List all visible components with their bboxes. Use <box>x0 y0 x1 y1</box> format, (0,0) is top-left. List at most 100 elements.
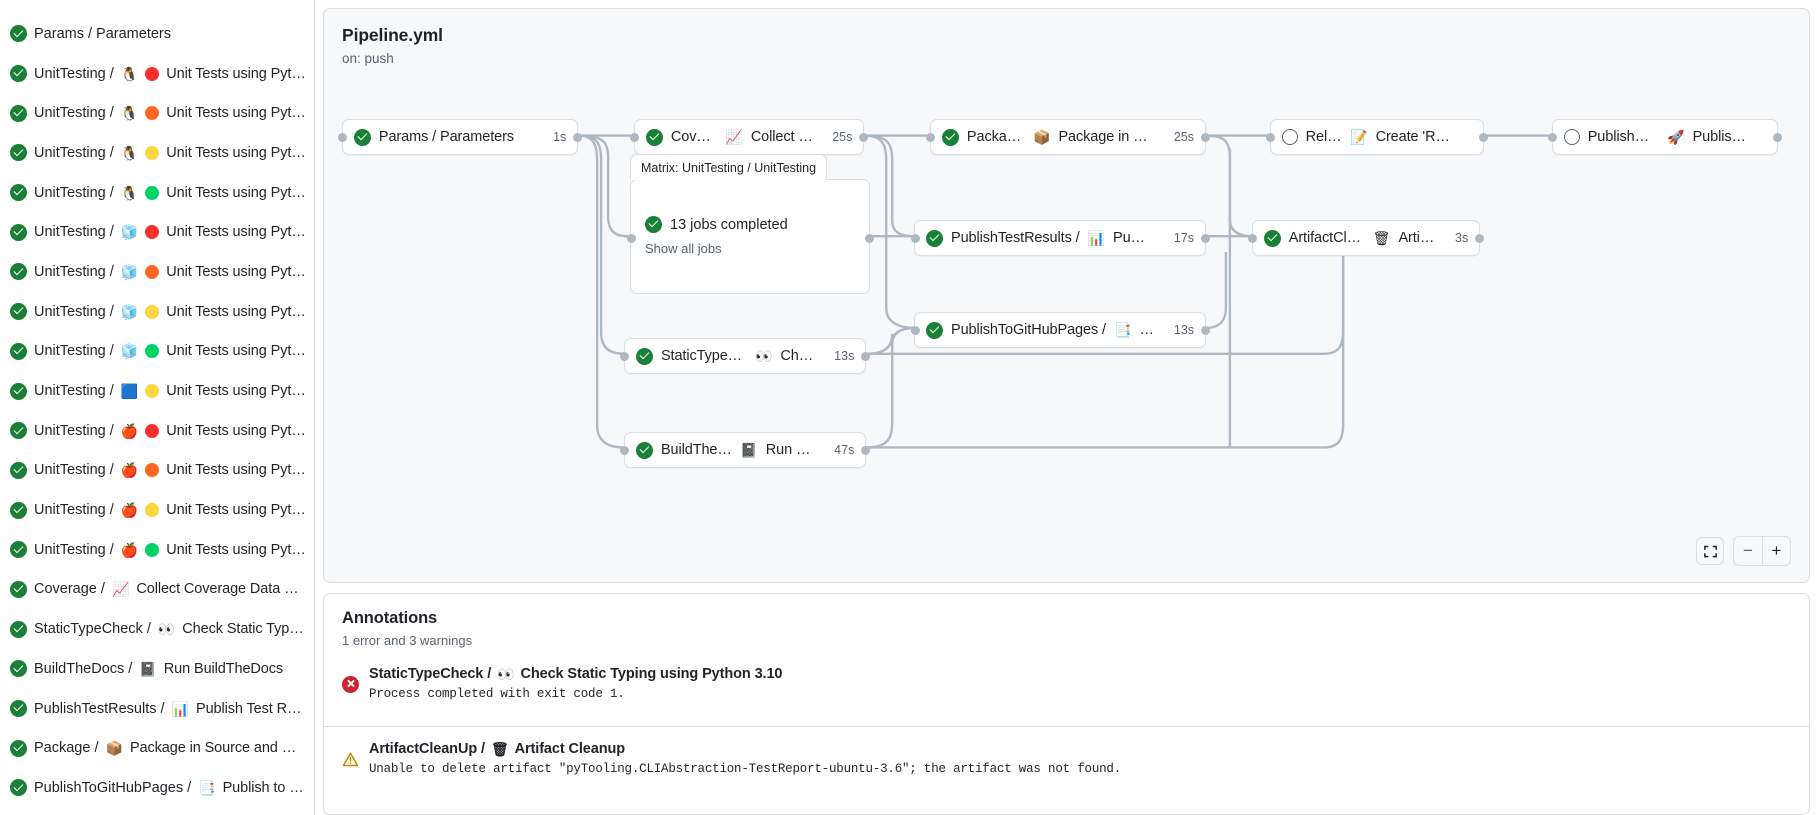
node-output-port <box>860 445 870 455</box>
node-input-port <box>926 132 936 142</box>
success-icon <box>10 65 27 83</box>
sidebar-item-sublabel: Unit Tests using Pyth… <box>166 144 306 161</box>
sidebar-item[interactable]: PublishToGitHubPages / 📑Publish to G… <box>0 768 314 808</box>
annotation-row[interactable]: StaticTypeCheck / 👀Check Static Typing u… <box>324 666 1809 714</box>
success-icon <box>10 342 27 360</box>
sidebar-item[interactable]: UnitTesting / 🍎Unit Tests using Pyth… <box>0 490 314 530</box>
job-emoji-icon: 🗑 <box>490 741 509 757</box>
zoom-in-button[interactable]: + <box>1762 537 1790 565</box>
sidebar-item[interactable]: Coverage / 📈Collect Coverage Data usi… <box>0 570 314 610</box>
sidebar-item[interactable]: UnitTesting / 🐧Unit Tests using Pyth… <box>0 54 314 94</box>
python-version-dot-icon <box>145 463 160 478</box>
annotation-message: Unable to delete artifact "pyTooling.CLI… <box>369 762 1122 776</box>
sidebar-item[interactable]: PublishTestResults / 📊Publish Test Resu… <box>0 689 314 729</box>
node-output-port <box>1772 132 1782 142</box>
success-icon <box>10 779 27 797</box>
sidebar-item[interactable]: StaticTypeCheck / 👀Check Static Typing… <box>0 609 314 649</box>
node-label: PublishToGitHubPages / <box>951 322 1106 338</box>
graph-node-docs[interactable]: BuildTheDocs / 📓Run Buil…47s <box>620 432 870 468</box>
error-icon <box>342 667 359 701</box>
success-icon <box>10 541 27 559</box>
sidebar-item-sublabel: Package in Source and Wh… <box>129 740 306 757</box>
job-emoji-icon: 🐧 <box>120 144 139 161</box>
node-sublabel: Chec… <box>780 348 816 364</box>
sidebar-item[interactable]: UnitTesting / 🧊Unit Tests using Pyth… <box>0 292 314 332</box>
node-sublabel: Create 'Release P… <box>1375 129 1455 145</box>
sidebar-item-sublabel: Unit Tests using Pyth… <box>166 263 306 280</box>
graph-node-pypi[interactable]: PublishOnPyPI / 🚀Publish to … <box>1548 119 1782 155</box>
sidebar-item-sublabel: Publish to G… <box>222 779 306 796</box>
success-icon <box>10 739 27 757</box>
sidebar-item[interactable]: UnitTesting / 🧊Unit Tests using Pyth… <box>0 252 314 292</box>
sidebar-item-sublabel: Unit Tests using Pyth… <box>166 422 306 439</box>
graph-node-ptr[interactable]: PublishTestResults / 📊Pu…17s <box>910 220 1210 256</box>
job-emoji-icon: 🐧 <box>120 105 139 122</box>
job-emoji-icon: 🍎 <box>120 541 139 558</box>
sidebar-item-label: UnitTesting / <box>34 541 114 558</box>
sidebar-item[interactable]: UnitTesting / 🟦Unit Tests using Pyth… <box>0 371 314 411</box>
sidebar-item[interactable]: Params / Parameters <box>0 14 314 54</box>
zoom-controls[interactable]: − + <box>1696 536 1791 566</box>
sidebar-item[interactable]: UnitTesting / 🐧Unit Tests using Pyth… <box>0 93 314 133</box>
sidebar-item[interactable]: UnitTesting / 🧊Unit Tests using Pyth… <box>0 332 314 372</box>
sidebar-item[interactable]: BuildTheDocs / 📓Run BuildTheDocs <box>0 649 314 689</box>
show-all-jobs-link[interactable]: Show all jobs <box>645 241 722 256</box>
graph-node-acu[interactable]: ArtifactCleanUp / 🗑Artifac…3s <box>1248 220 1484 256</box>
node-output-port <box>1200 325 1210 335</box>
job-emoji-icon: 📑 <box>198 779 216 796</box>
success-icon <box>10 580 27 598</box>
node-input-port <box>620 445 630 455</box>
graph-node-release[interactable]: Release / 📝Create 'Release P… <box>1266 119 1488 155</box>
annotations-header: Annotations 1 error and 3 warnings <box>324 594 1809 648</box>
graph-node-package[interactable]: Package / 📦Package in So…25s <box>926 119 1210 155</box>
graph-node-params[interactable]: Params / Parameters 1s <box>338 119 582 155</box>
matrix-output-port <box>864 233 874 243</box>
matrix-node[interactable]: Matrix: UnitTesting / UnitTesting 13 job… <box>626 154 874 294</box>
success-icon <box>10 700 27 718</box>
zoom-out-button[interactable]: − <box>1743 541 1753 560</box>
sidebar-item-label: UnitTesting / <box>34 65 114 82</box>
sidebar-item[interactable]: UnitTesting / 🍎Unit Tests using Pyth… <box>0 411 314 451</box>
python-version-dot-icon <box>145 344 160 359</box>
sidebar-item[interactable]: UnitTesting / 🐧Unit Tests using Pyth… <box>0 133 314 173</box>
sidebar-item-label: UnitTesting / <box>34 263 114 280</box>
node-label: Params / Parameters <box>378 129 514 145</box>
node-duration: 25s <box>832 130 853 144</box>
node-output-port <box>572 132 582 142</box>
graph-node-coverage[interactable]: Coverage / 📈Collect Cove…25s <box>630 119 868 155</box>
python-version-dot-icon <box>145 304 160 319</box>
sidebar-item-label: UnitTesting / <box>34 502 114 519</box>
annotation-step-name: Artifact Cleanup <box>514 741 626 757</box>
matrix-jobs-label: 13 jobs completed <box>670 216 788 233</box>
job-emoji-icon: 🍎 <box>120 462 139 479</box>
sidebar-item[interactable]: UnitTesting / 🍎Unit Tests using Pyth… <box>0 451 314 491</box>
pending-icon <box>1281 129 1298 145</box>
workflow-graph-panel[interactable]: Pipeline.yml on: push <box>323 8 1810 583</box>
sidebar-item-sublabel: Unit Tests using Pyth… <box>166 383 306 400</box>
graph-node-stc[interactable]: StaticTypeCheck / 👀Chec…13s <box>620 338 870 374</box>
sidebar-item-sublabel: Unit Tests using Pyth… <box>166 224 306 241</box>
job-emoji-icon: 📝 <box>1350 129 1368 145</box>
fit-screen-icon[interactable] <box>1696 537 1724 565</box>
job-emoji-icon: 🐧 <box>120 65 139 82</box>
job-emoji-icon: 👀 <box>157 621 176 638</box>
node-sublabel: Run Buil… <box>765 442 816 458</box>
node-sublabel: Collect Cove… <box>750 129 814 145</box>
job-emoji-icon: 📓 <box>740 442 758 458</box>
sidebar-item[interactable]: UnitTesting / 🐧Unit Tests using Pyth… <box>0 173 314 213</box>
job-emoji-icon: 📦 <box>1033 129 1051 145</box>
zoom-group[interactable]: − + <box>1733 536 1791 566</box>
graph-node-ghp[interactable]: PublishToGitHubPages / 📑…13s <box>910 312 1210 348</box>
sidebar-item[interactable]: Package / 📦Package in Source and Wh… <box>0 728 314 768</box>
node-duration: 1s <box>553 130 567 144</box>
sidebar-item[interactable]: UnitTesting / 🧊Unit Tests using Pyth… <box>0 212 314 252</box>
job-emoji-icon: 📈 <box>725 129 743 145</box>
python-version-dot-icon <box>145 185 160 200</box>
node-input-port <box>1248 233 1258 243</box>
job-emoji-icon: 🧊 <box>120 224 139 241</box>
sidebar-item[interactable]: UnitTesting / 🍎Unit Tests using Pyth… <box>0 530 314 570</box>
python-version-dot-icon <box>145 384 160 399</box>
